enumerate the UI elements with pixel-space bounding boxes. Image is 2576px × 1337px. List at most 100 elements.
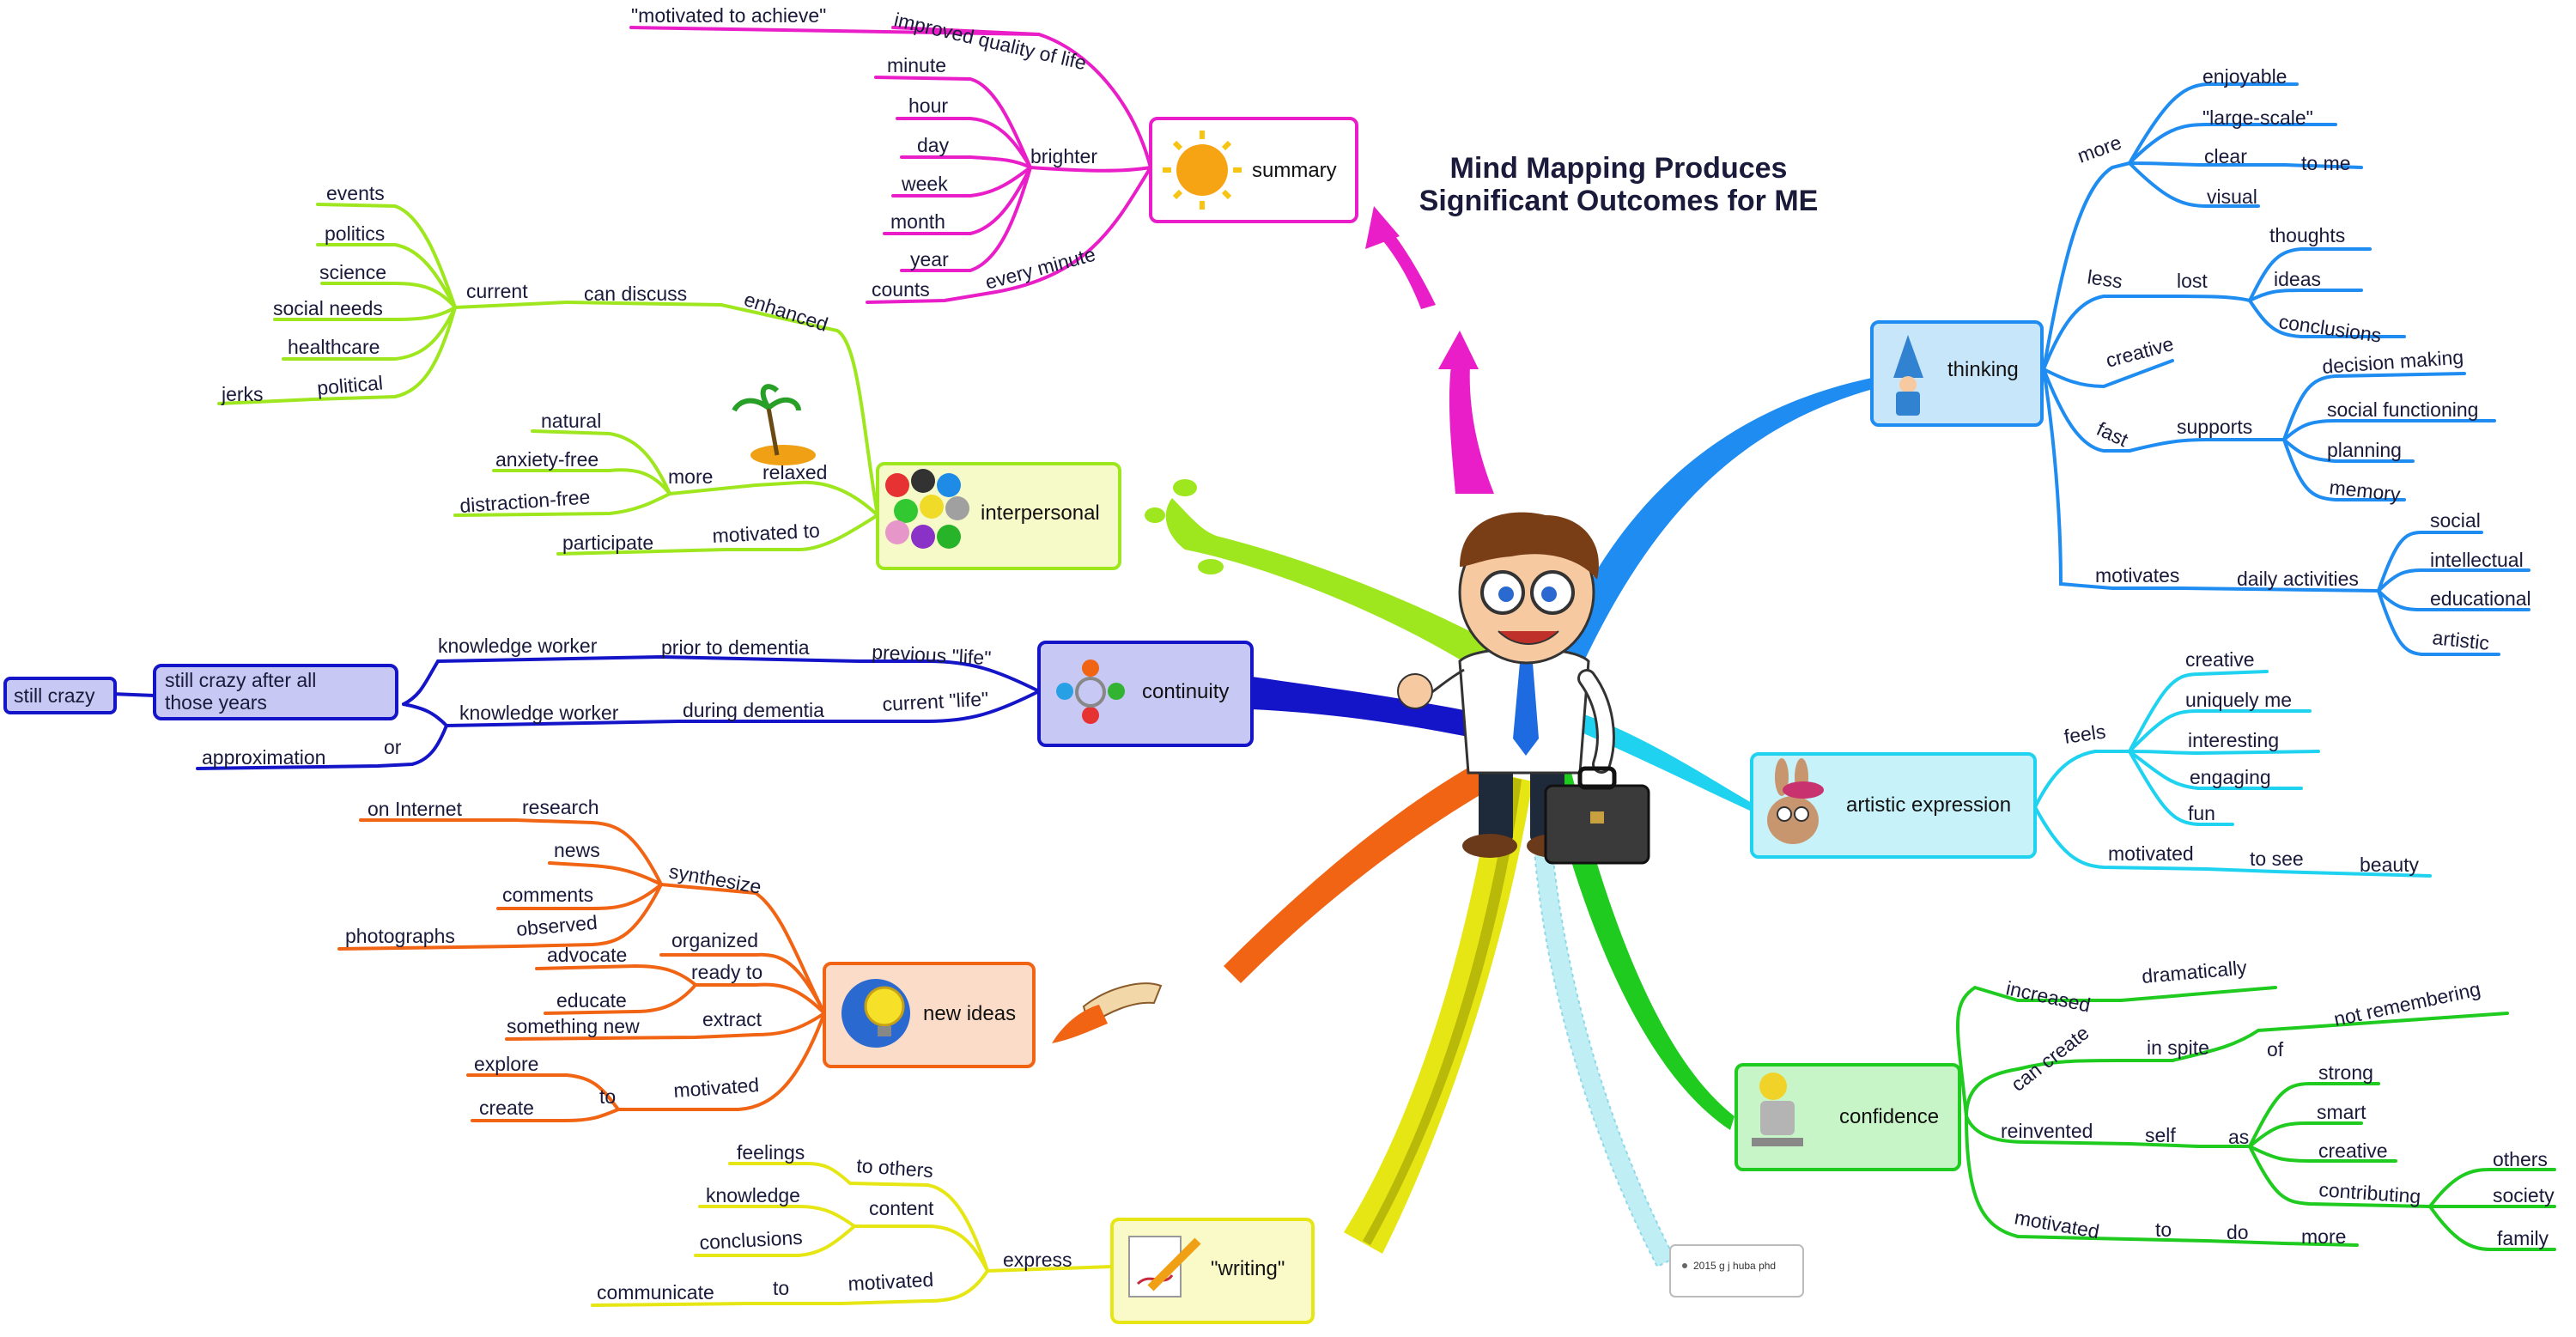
label: motivated (673, 1073, 760, 1102)
label: as (2228, 1126, 2249, 1148)
label: current (466, 280, 528, 302)
title-line-1: Mind Mapping Produces (1450, 152, 1788, 185)
trunk-artistic (1576, 713, 1752, 811)
label: knowledge (706, 1184, 800, 1206)
title-line-2: Significant Outcomes for ME (1419, 185, 1819, 217)
main-trunks (1052, 206, 1876, 1268)
label: to (599, 1085, 616, 1108)
people-circle-icon (1056, 659, 1125, 724)
label: during dementia (683, 699, 824, 721)
label: increased (2004, 976, 2093, 1016)
label: events (326, 182, 385, 204)
label: jerks (221, 383, 264, 405)
label: knowledge worker (438, 635, 598, 657)
topic-confidence[interactable]: confidence (1735, 1063, 1961, 1171)
label: current "life" (882, 688, 989, 715)
label: not remembering (2332, 977, 2482, 1030)
splash-drop-2 (1145, 507, 1165, 523)
summary-arrowhead-2 (1365, 206, 1400, 249)
label: prior to dementia (661, 636, 810, 659)
label: educational (2430, 587, 2531, 610)
label: create (479, 1097, 534, 1119)
label: synthesize (667, 860, 763, 897)
trunk-continuity (1252, 677, 1477, 738)
topic-still-crazy-after[interactable]: still crazy after all those years (153, 664, 398, 720)
label: organized (671, 929, 758, 951)
topic-artistic-label: artistic expression (1846, 793, 2011, 817)
topic-summary-label: summary (1252, 159, 1337, 182)
label: to (773, 1277, 789, 1299)
branch-lines (110, 26, 2556, 1307)
label: interesting (2188, 729, 2279, 751)
businessman-illustration (1397, 512, 1650, 865)
credit-trail (1531, 823, 1676, 1268)
trunk-interpersonal (1165, 498, 1511, 678)
label: advocate (547, 944, 627, 966)
artistic-labels: feels creative uniquely me interesting e… (2063, 648, 2419, 876)
continuity-branches (110, 654, 1041, 770)
still-crazy-after-line-1: still crazy after all (165, 669, 316, 691)
splash-drop-1 (1173, 479, 1197, 496)
topic-summary[interactable]: summary (1149, 117, 1358, 223)
trunk-thinking (1558, 378, 1876, 670)
interpersonal-branches (217, 203, 879, 556)
label: approximation (202, 746, 325, 769)
label: can discuss (584, 283, 687, 305)
label: fun (2188, 802, 2215, 824)
label: or (384, 736, 402, 758)
still-crazy-after-line-2: those years (165, 691, 267, 714)
new-ideas-branches (337, 818, 826, 1122)
label: comments (502, 884, 593, 906)
label: social needs (273, 297, 383, 319)
thinking-labels: more enjoyable "large-scale" clear to me… (2075, 65, 2531, 654)
label: feelings (737, 1141, 805, 1164)
label: social functioning (2327, 398, 2478, 421)
label: conclusions (699, 1226, 803, 1254)
label: dramatically (2141, 956, 2248, 988)
label: year (910, 248, 949, 270)
label: knowledge worker (459, 702, 619, 724)
topic-still-crazy[interactable]: still crazy (3, 677, 117, 714)
credit-box: 2015 g j huba phd (1669, 1244, 1804, 1297)
label: others (2493, 1148, 2548, 1170)
summary-arrow (1449, 365, 1494, 494)
trophy-character-icon (1752, 1073, 1803, 1146)
writing-branches (591, 1162, 1114, 1307)
label: clear (2204, 145, 2247, 167)
splash-drop-3 (1198, 559, 1224, 574)
credit-text: 2015 g j huba phd (1693, 1260, 1776, 1272)
label: participate (562, 532, 653, 554)
label: ready to (691, 961, 762, 983)
label: something new (507, 1015, 640, 1037)
label: educate (556, 989, 627, 1012)
topic-interpersonal[interactable]: interpersonal (876, 462, 1121, 570)
label: fast (2093, 417, 2132, 451)
continuity-labels: knowledge worker prior to dementia previ… (202, 635, 992, 769)
label: self (2145, 1124, 2176, 1146)
label: uniquely me (2185, 689, 2292, 711)
topic-new-ideas-label: new ideas (923, 1002, 1016, 1025)
label: enjoyable (2202, 65, 2287, 88)
label: do (2227, 1221, 2249, 1243)
label: in spite (2147, 1036, 2209, 1059)
label: previous "life" (872, 641, 992, 669)
label: feels (2063, 720, 2107, 748)
label: to others (856, 1154, 934, 1182)
topic-artistic-expression[interactable]: artistic expression (1750, 752, 2037, 859)
label: smart (2317, 1101, 2366, 1123)
new-ideas-labels: on Internet research news comments photo… (345, 796, 763, 1119)
label: society (2493, 1184, 2555, 1206)
summary-arrow-upper (1374, 222, 1436, 309)
topic-new-ideas[interactable]: new ideas (823, 962, 1036, 1068)
label: of (2267, 1038, 2284, 1060)
topic-continuity[interactable]: continuity (1037, 641, 1254, 747)
topic-writing[interactable]: "writing" (1110, 1218, 1315, 1324)
writing-labels: feelings to others knowledge content con… (597, 1141, 1072, 1304)
summary-labels: "motivated to achieve" improved quality … (631, 4, 1097, 301)
topic-thinking[interactable]: thinking (1870, 320, 2044, 427)
label: motivated (848, 1268, 934, 1295)
label: science (319, 261, 386, 283)
topic-interpersonal-label: interpersonal (981, 501, 1100, 525)
pencil-paper-icon (1128, 1236, 1201, 1297)
interpersonal-labels: events politics science social needs hea… (221, 182, 831, 554)
